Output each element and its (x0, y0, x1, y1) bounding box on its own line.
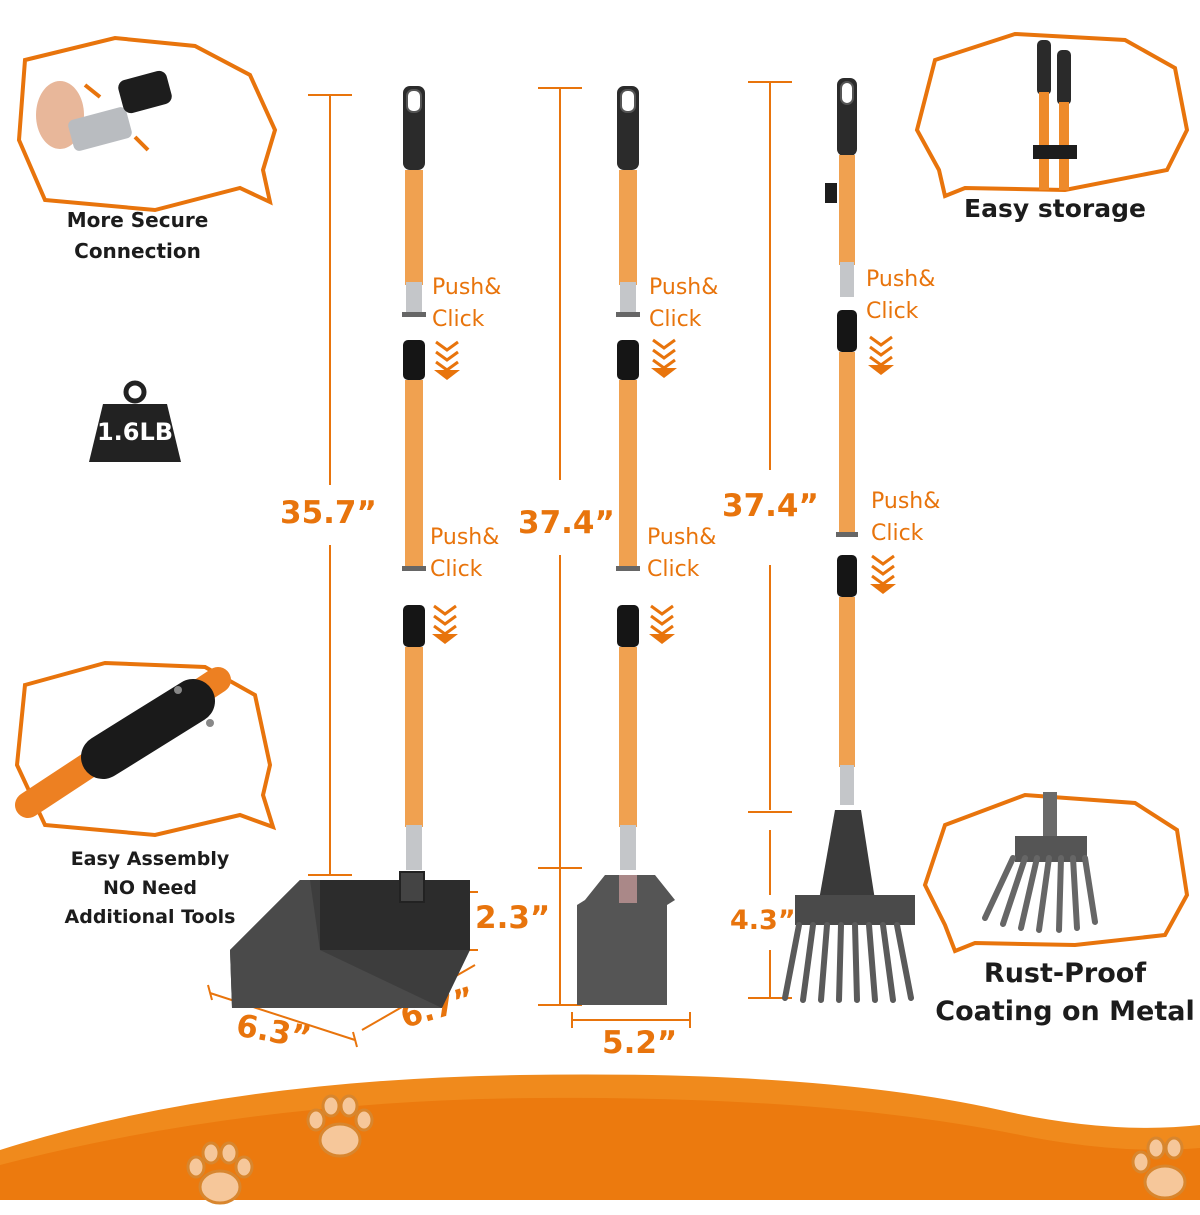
weight-icon (89, 380, 181, 462)
rake-length-label: 37.4” (722, 488, 819, 524)
push-text: Push& (649, 275, 719, 300)
spade-length-label: 37.4” (518, 505, 615, 541)
storage-callout-bubble (914, 31, 1190, 199)
caption-line: Additional Tools (64, 906, 236, 928)
stored-poles-illustration (1033, 40, 1077, 190)
rake-head-label: 4.3” (730, 905, 796, 936)
push-text: Push& (432, 275, 502, 300)
click-text: Click (430, 557, 483, 582)
caption-line: Connection (74, 239, 201, 263)
push-click-label: Push& Click (649, 272, 718, 336)
push-click-label: Push& Click (430, 522, 499, 586)
push-click-label: Push& Click (871, 486, 940, 550)
click-text: Click (871, 521, 924, 546)
click-text: Click (432, 307, 485, 332)
push-text: Push& (871, 489, 941, 514)
chevron-down-icon (434, 340, 460, 380)
handle-joint-closeup-illustration (15, 667, 231, 818)
spade-tool (577, 86, 675, 1005)
paw-print-icon (306, 1094, 374, 1158)
chevron-down-icon (870, 554, 896, 594)
coating-caption: Rust-Proof Coating on Metal (935, 955, 1195, 1031)
weight-label: 1.6LB (96, 418, 174, 446)
connection-caption: More Secure Connection (30, 205, 245, 267)
spade-width-label: 5.2” (602, 1025, 678, 1061)
rake-closeup-illustration (982, 792, 1098, 933)
caption-line: Easy Assembly (70, 848, 230, 870)
chevron-down-icon (432, 604, 458, 644)
paw-print-icon (186, 1141, 254, 1205)
chevron-down-icon (651, 338, 677, 378)
click-text: Click (649, 307, 702, 332)
click-text: Click (647, 557, 700, 582)
push-click-label: Push& Click (432, 272, 501, 336)
push-click-label: Push& Click (647, 522, 716, 586)
caption-line: NO Need (103, 877, 197, 899)
scoop-length-label: 35.7” (280, 495, 377, 531)
scoop-height-label: 2.3” (475, 900, 551, 936)
rake-tool (782, 78, 915, 1003)
caption-line: Rust-Proof (983, 958, 1147, 989)
caption-line: Coating on Metal (935, 996, 1195, 1027)
push-text: Push& (866, 267, 936, 292)
chevron-down-icon (649, 604, 675, 644)
storage-caption: Easy storage (964, 194, 1146, 223)
push-click-label: Push& Click (866, 264, 935, 328)
paw-print-icon (1131, 1136, 1187, 1200)
assembly-caption: Easy Assembly NO Need Additional Tools (40, 845, 260, 932)
connection-callout-bubble (16, 35, 278, 213)
chevron-down-icon (868, 335, 894, 375)
push-text: Push& (647, 525, 717, 550)
connection-closeup-illustration (36, 70, 172, 152)
click-text: Click (866, 299, 919, 324)
scoop-tool (230, 86, 470, 1008)
push-text: Push& (430, 525, 500, 550)
caption-line: More Secure (66, 208, 209, 232)
